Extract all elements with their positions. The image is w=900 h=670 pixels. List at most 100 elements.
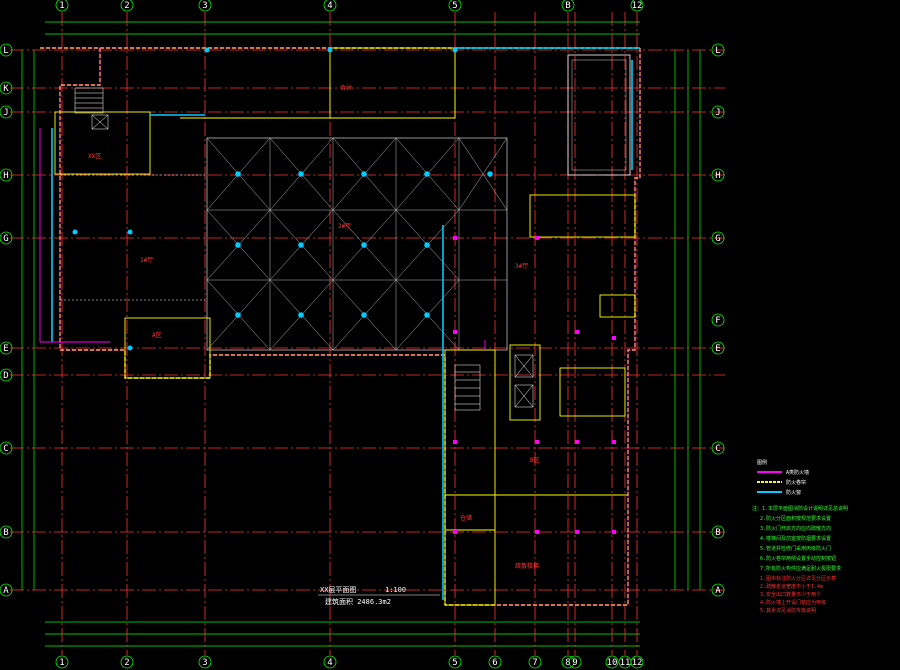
axis-label: F xyxy=(715,316,720,326)
axis-bubble: A xyxy=(0,583,13,597)
room-label: XX区 xyxy=(88,153,101,160)
axis-label: 4 xyxy=(327,1,332,11)
room-label: 1#厅 xyxy=(140,257,153,264)
axis-label: B xyxy=(715,528,720,538)
note-line: 4.楼梯间及前室按防烟要求设置 xyxy=(760,535,831,542)
note-line: 2.防火分区面积按规范要求设置 xyxy=(760,515,831,522)
note-line: 6.防火卷帘两侧设置手动控制按钮 xyxy=(760,555,836,562)
axis-bubble: 3 xyxy=(198,0,212,12)
title-scale: 1:100 xyxy=(385,586,406,594)
axis-bubble: 4 xyxy=(323,655,337,669)
axis-label: J xyxy=(3,108,8,118)
axis-bubble: B xyxy=(0,525,13,539)
axis-bubble: G xyxy=(0,231,13,245)
note-line: 1.图中标注防火分区详见分区示意 xyxy=(760,575,836,582)
axis-bubble: 6 xyxy=(488,655,502,669)
axis-bubble: D xyxy=(0,368,13,382)
room-label: 2#厅 xyxy=(338,223,351,230)
axis-bubble: J xyxy=(711,105,725,119)
note-line: 5.管道井检修门采用丙级防火门 xyxy=(760,545,831,552)
axis-label: 5 xyxy=(452,1,457,11)
axis-label: 1 xyxy=(59,1,64,11)
axis-label: 2 xyxy=(124,658,129,668)
axis-bubble: E xyxy=(711,341,725,355)
svg-text:图例: 图例 xyxy=(757,459,767,466)
axis-bubble: 1 xyxy=(55,655,69,669)
axis-label: 6 xyxy=(492,658,497,668)
axis-bubble: 5 xyxy=(448,655,462,669)
axis-bubble: E xyxy=(0,341,13,355)
axis-label: 7 xyxy=(532,658,537,668)
axis-bubble: G xyxy=(711,231,725,245)
axis-bubble: L xyxy=(711,43,725,57)
axis-label: 11 xyxy=(620,658,631,668)
axis-bubble: A xyxy=(711,583,725,597)
axis-label: 1 xyxy=(59,658,64,668)
axis-bubble: B xyxy=(711,525,725,539)
axis-bubble: K xyxy=(0,81,13,95)
axis-bubble: F xyxy=(711,313,725,327)
axis-label: B xyxy=(565,1,570,11)
axis-label: 12 xyxy=(632,658,643,668)
axis-grid xyxy=(10,12,725,655)
axis-bubble: 12 xyxy=(630,655,644,669)
axis-label: 4 xyxy=(327,658,332,668)
title-area: 建筑面积 2486.3m2 xyxy=(325,597,391,606)
axis-bubble: 5 xyxy=(448,0,462,12)
note-line: 3.安全出口数量不少于两个 xyxy=(760,591,821,598)
axis-bubble: 2 xyxy=(120,0,134,12)
axis-label: H xyxy=(715,171,720,181)
axis-bubble: 2 xyxy=(120,655,134,669)
axis-bubble: C xyxy=(711,441,725,455)
axis-bubble: 3 xyxy=(198,655,212,669)
dimension-lines xyxy=(21,21,701,647)
axis-label: G xyxy=(3,234,8,244)
axis-bubble: 7 xyxy=(528,655,542,669)
room-label: 仓储 xyxy=(460,514,472,522)
axis-label: 8 xyxy=(565,658,570,668)
axis-label: 3 xyxy=(202,1,207,11)
axis-label: 9 xyxy=(572,658,577,668)
axis-label: E xyxy=(3,344,8,354)
axis-label: 2 xyxy=(124,1,129,11)
legend-label: 防火窗 xyxy=(786,489,801,496)
axis-bubble: B xyxy=(561,0,575,12)
axis-bubble: H xyxy=(711,168,725,182)
drawing-title: XX层平面图 1:100 建筑面积 2486.3m2 xyxy=(318,586,440,606)
axis-label: 10 xyxy=(607,658,618,668)
legend-label: A类防火墙 xyxy=(786,469,809,476)
axis-bubble: 4 xyxy=(323,0,337,12)
axis-bubble: 8 xyxy=(561,655,575,669)
note-line: 4.防火墙上开设门窗应为甲级 xyxy=(760,599,826,606)
axis-label: 12 xyxy=(632,1,643,11)
axis-bubble: J xyxy=(0,105,13,119)
axis-bubble: 11 xyxy=(618,655,632,669)
axis-label: J xyxy=(715,108,720,118)
notes-green: 注：1.本层平面图消防设计说明详见总说明 2.防火分区面积按规范要求设置 3.防… xyxy=(752,505,848,572)
axis-bubble: 10 xyxy=(605,655,619,669)
note-line: 2.疏散走道宽度不小于1.4m xyxy=(760,583,823,590)
axis-label: G xyxy=(715,234,720,244)
axis-label: B xyxy=(3,528,8,538)
note-line: 7.所有防火构件应满足耐火极限要求 xyxy=(760,565,841,572)
axis-bubble: 1 xyxy=(55,0,69,12)
room-labels: 1#厅 2#厅 3#厅 XX区 A区 B区 仓储 疏散楼梯 合计 xyxy=(88,84,540,570)
axis-label: D xyxy=(3,371,8,381)
axis-label: C xyxy=(715,444,720,454)
note-line: 注：1.本层平面图消防设计说明详见总说明 xyxy=(752,505,848,512)
axis-label: A xyxy=(3,586,9,596)
axis-bubble: C xyxy=(0,441,13,455)
axis-label: H xyxy=(3,171,8,181)
room-label: A区 xyxy=(152,332,162,339)
legend-label: 防火卷帘 xyxy=(786,479,806,486)
axis-bubble: 12 xyxy=(630,0,644,12)
axis-bubble: H xyxy=(0,168,13,182)
note-line: 5.其余详见消防专篇说明 xyxy=(760,607,816,614)
axis-label: A xyxy=(715,586,721,596)
note-line: 3.防火门开启方向应向疏散方向 xyxy=(760,525,831,532)
axis-label: L xyxy=(715,46,720,56)
axis-bubble: 9 xyxy=(568,655,582,669)
room-label: 合计 xyxy=(340,84,352,92)
